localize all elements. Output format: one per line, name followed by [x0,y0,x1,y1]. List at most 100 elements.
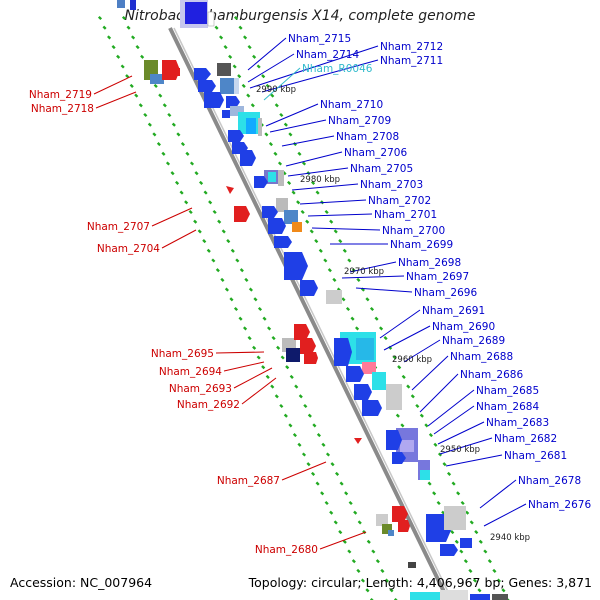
guide-tick [450,530,455,535]
guide-tick [314,239,319,244]
gene-label-nham-2704[interactable]: Nham_2704 [97,243,160,255]
gene-box [408,562,416,568]
guide-tick [309,229,314,234]
gene-label-nham-2683[interactable]: Nham_2683 [486,417,549,429]
guide-tick [268,142,273,147]
gene-label-nham-2697[interactable]: Nham_2697 [406,271,469,283]
guide-tick [215,268,220,273]
gene-box [234,78,239,94]
guide-tick [324,500,329,506]
guide-tick [365,297,370,302]
gene-label-nham-2712[interactable]: Nham_2712 [380,41,443,53]
gene-label-nham-2695[interactable]: Nham_2695 [151,348,214,360]
guide-tick [244,277,249,282]
gene-label-nham-2703[interactable]: Nham_2703 [360,179,423,191]
guide-tick [212,209,217,215]
leader-line [151,207,193,227]
gene-label-nham-2691[interactable]: Nham_2691 [422,305,485,317]
guide-tick [400,423,405,428]
gene-label-nham-2710[interactable]: Nham_2710 [320,99,383,111]
leader-line [341,275,405,279]
guide-tick [380,568,385,573]
gene-label-nham-2705[interactable]: Nham_2705 [350,163,413,175]
guide-tick [312,423,317,428]
gene-label-nham-2693[interactable]: Nham_2693 [169,383,232,395]
guide-tick [320,491,325,496]
gene-label-nham-2707[interactable]: Nham_2707 [87,221,150,233]
guide-tick [341,297,346,302]
gene-label-nham-2676[interactable]: Nham_2676 [528,499,591,511]
leader-line [379,309,421,339]
gene-arrow [274,236,292,248]
guide-tick [288,423,293,428]
guide-tick [253,297,258,302]
guide-tick [357,520,362,525]
gene-label-nham-2696[interactable]: Nham_2696 [414,287,477,299]
guide-tick [401,374,406,379]
gene-label-nham-2719[interactable]: Nham_2719 [29,89,92,101]
gene-label-nham-2689[interactable]: Nham_2689 [442,335,505,347]
leader-line [483,503,527,527]
gene-arrow [198,80,216,92]
guide-tick [241,83,246,88]
leader-line [299,199,367,205]
gene-label-nham-2698[interactable]: Nham_2698 [398,257,461,269]
gene-label-nham-2688[interactable]: Nham_2688 [450,351,513,363]
guide-tick [224,287,229,292]
gene-label-nham-2684[interactable]: Nham_2684 [476,401,539,413]
guide-tick [297,151,302,156]
gene-label-nham-2715[interactable]: Nham_2715 [288,33,351,45]
gene-label-nham-2685[interactable]: Nham_2685 [476,385,539,397]
gene-box [150,74,164,84]
gene-arrow [300,338,316,354]
gene-box [268,172,276,182]
gene-label-nham-2706[interactable]: Nham_2706 [344,147,407,159]
guide-tick [203,190,208,195]
leader-line [223,361,265,372]
guide-tick [152,132,157,137]
gene-label-nham-2700[interactable]: Nham_2700 [382,225,445,237]
gene-label-nham-2714[interactable]: Nham_2714 [296,49,359,61]
gene-label-nham-2680[interactable]: Nham_2680 [255,544,318,556]
gene-label-nham-2718[interactable]: Nham_2718 [31,103,94,115]
guide-tick [339,481,344,486]
guide-tick [472,578,477,583]
guide-tick [229,297,234,302]
gene-label-nham-2711[interactable]: Nham_2711 [380,55,443,67]
gene-label-nham-2681[interactable]: Nham_2681 [504,450,567,462]
gene-label-nham-2708[interactable]: Nham_2708 [336,131,399,143]
gene-label-nham-2682[interactable]: Nham_2682 [494,433,557,445]
gene-box [376,514,388,526]
guide-tick [360,578,365,583]
guide-tick [134,93,139,98]
gene-label-nham-2687[interactable]: Nham_2687 [217,475,280,487]
guide-tick [397,365,402,370]
guide-tick [318,248,323,253]
gene-label-nham-2678[interactable]: Nham_2678 [518,475,581,487]
guide-tick [415,403,420,409]
guide-tick [347,258,352,263]
gene-label-nham-2701[interactable]: Nham_2701 [374,209,437,221]
gene-label-nham-2686[interactable]: Nham_2686 [460,369,523,381]
gene-arrow [164,68,180,76]
gene-label-nham-2702[interactable]: Nham_2702 [368,195,431,207]
gene-label-nham-2699[interactable]: Nham_2699 [390,239,453,251]
gene-arrow [334,338,352,366]
gene-arrow [300,280,318,296]
forward-strand-features [194,63,508,600]
gene-label-nham-2690[interactable]: Nham_2690 [432,321,495,333]
guide-tick [238,316,243,321]
gene-label-nham-2692[interactable]: Nham_2692 [177,399,240,411]
gene-label-nham-2709[interactable]: Nham_2709 [328,115,391,127]
guide-tick [321,442,326,447]
guide-tick [474,530,479,535]
gene-label-nham-2694[interactable]: Nham_2694 [159,366,222,378]
guide-tick [111,45,116,50]
guide-tick [374,316,379,321]
guide-tick [232,64,237,69]
gene-label-nham-r0046[interactable]: Nham_R0046 [302,63,373,75]
guide-tick [265,83,270,88]
guide-tick [143,112,148,118]
guide-tick [219,35,224,40]
